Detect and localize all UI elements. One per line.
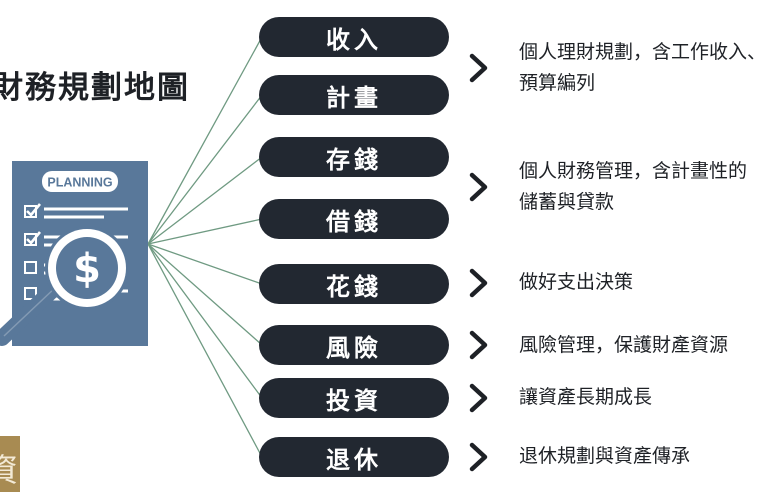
description-line: 風險管理，保護財產資源 <box>519 334 729 356</box>
pill-saving: 存錢 <box>259 137 449 177</box>
planning-document-icon: PLANNING $ <box>0 161 148 346</box>
chevron-right-icon <box>469 172 488 202</box>
connector-line <box>147 36 263 245</box>
pill-borrowing: 借錢 <box>259 199 449 239</box>
connector-line <box>147 218 263 245</box>
connector-line <box>147 156 263 245</box>
description-spending: 做好支出決策 <box>519 267 633 298</box>
connector-line <box>147 94 263 245</box>
connector-line <box>147 243 263 346</box>
planning-label: PLANNING <box>47 176 112 190</box>
pill-risk: 風險 <box>259 325 449 365</box>
description-retirement: 退休規劃與資產傳承 <box>519 441 690 472</box>
magnifier-icon: $ <box>0 226 129 346</box>
logo-glyph: 資 <box>0 451 19 489</box>
pill-plan: 計畫 <box>259 75 449 115</box>
chevron-right-icon <box>469 330 488 360</box>
channel-logo: 資 <box>0 436 20 492</box>
pill-retirement: 退休 <box>259 437 449 477</box>
description-risk: 風險管理，保護財產資源 <box>519 330 728 361</box>
connector-line <box>147 243 263 399</box>
description-income-plan: 個人理財規劃，含工作收入、 預算編列 <box>519 37 766 99</box>
description-line: 讓資產長期成長 <box>519 386 653 408</box>
description-line: 儲蓄與貸款 <box>519 191 615 213</box>
connector-line <box>147 243 263 285</box>
description-investing: 讓資產長期成長 <box>519 382 652 413</box>
page-title: 財務規劃地圖 <box>0 70 190 106</box>
pill-income: 收入 <box>259 17 449 57</box>
chevron-right-icon <box>469 442 488 472</box>
chevron-right-icon <box>469 268 488 298</box>
description-line: 退休規劃與資產傳承 <box>519 445 691 467</box>
description-line: 預算編列 <box>519 72 596 94</box>
pill-spending: 花錢 <box>259 264 449 304</box>
description-line: 個人財務管理，含計畫性的 <box>519 160 748 182</box>
chevron-right-icon <box>469 53 488 83</box>
chevron-right-icon <box>469 383 488 413</box>
description-saving-borrowing: 個人財務管理，含計畫性的 儲蓄與貸款 <box>519 156 747 218</box>
connector-line <box>147 243 263 458</box>
description-line: 做好支出決策 <box>519 271 634 293</box>
pill-investing: 投資 <box>259 378 449 418</box>
dollar-sign: $ <box>73 246 101 292</box>
description-line: 個人理財規劃，含工作收入、 <box>519 41 767 63</box>
